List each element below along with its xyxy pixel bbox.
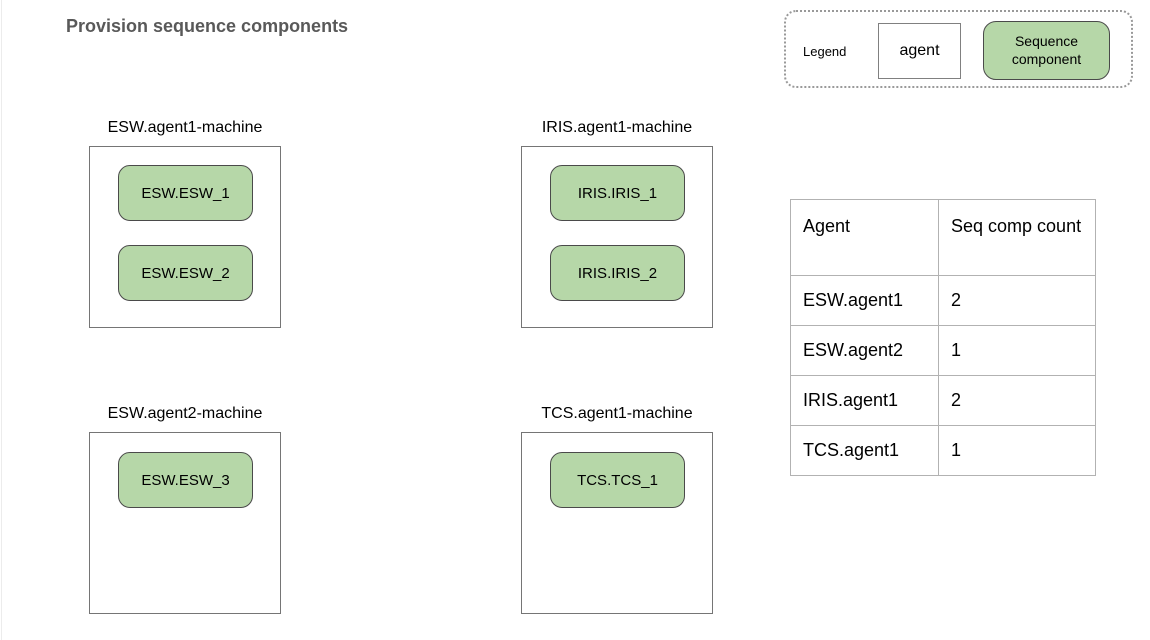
agent-cell: IRIS.agent1 (790, 375, 939, 426)
table-row: ESW.agent2 1 (790, 325, 1096, 376)
machine-group-iris-agent1: IRIS.agent1-machine IRIS.IRIS_1 IRIS.IRI… (521, 118, 713, 328)
legend-sequence-component-sample: Sequence component (983, 21, 1110, 80)
sequence-component: TCS.TCS_1 (550, 452, 685, 508)
agent-box: ESW.ESW_3 (89, 432, 281, 614)
legend-label: Legend (803, 43, 847, 59)
sequence-component: ESW.ESW_2 (118, 245, 253, 301)
machine-group-tcs-agent1: TCS.agent1-machine TCS.TCS_1 (521, 404, 713, 614)
machine-name: ESW.agent1-machine (107, 119, 263, 136)
page-title: Provision sequence components (66, 16, 349, 36)
agent-cell: ESW.agent2 (790, 325, 939, 376)
table-header-row: Agent Seq comp count (790, 199, 1096, 276)
table-row: IRIS.agent1 2 (790, 375, 1096, 426)
machine-name: ESW.agent2-machine (107, 405, 263, 422)
sequence-component: IRIS.IRIS_1 (550, 165, 685, 221)
table-row: TCS.agent1 1 (790, 425, 1096, 476)
canvas-edge (1, 0, 2, 640)
machine-name: IRIS.agent1-machine (541, 119, 693, 136)
agent-count-table: Agent Seq comp count ESW.agent1 2 ESW.ag… (790, 199, 1096, 476)
table-row: ESW.agent1 2 (790, 275, 1096, 326)
count-cell: 1 (938, 425, 1096, 476)
column-header-agent: Agent (790, 199, 939, 276)
count-cell: 2 (938, 275, 1096, 326)
column-header-seq-comp-count: Seq comp count (938, 199, 1096, 276)
agent-cell: TCS.agent1 (790, 425, 939, 476)
machine-group-esw-agent1: ESW.agent1-machine ESW.ESW_1 ESW.ESW_2 (89, 118, 281, 328)
agent-cell: ESW.agent1 (790, 275, 939, 326)
count-cell: 1 (938, 325, 1096, 376)
sequence-component: IRIS.IRIS_2 (550, 245, 685, 301)
agent-box: IRIS.IRIS_1 IRIS.IRIS_2 (521, 146, 713, 328)
sequence-component: ESW.ESW_3 (118, 452, 253, 508)
sequence-component: ESW.ESW_1 (118, 165, 253, 221)
machine-group-esw-agent2: ESW.agent2-machine ESW.ESW_3 (89, 404, 281, 614)
agent-box: TCS.TCS_1 (521, 432, 713, 614)
legend: Legend agent Sequence component (784, 10, 1133, 88)
agent-box: ESW.ESW_1 ESW.ESW_2 (89, 146, 281, 328)
count-cell: 2 (938, 375, 1096, 426)
machine-name: TCS.agent1-machine (541, 405, 693, 422)
legend-agent-sample: agent (878, 23, 961, 79)
